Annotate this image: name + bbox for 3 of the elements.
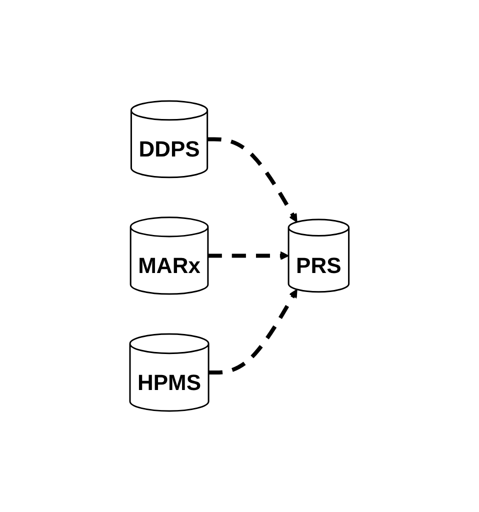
- arrow: [208, 289, 298, 375]
- arrow: [208, 251, 290, 260]
- arrow: [207, 137, 298, 222]
